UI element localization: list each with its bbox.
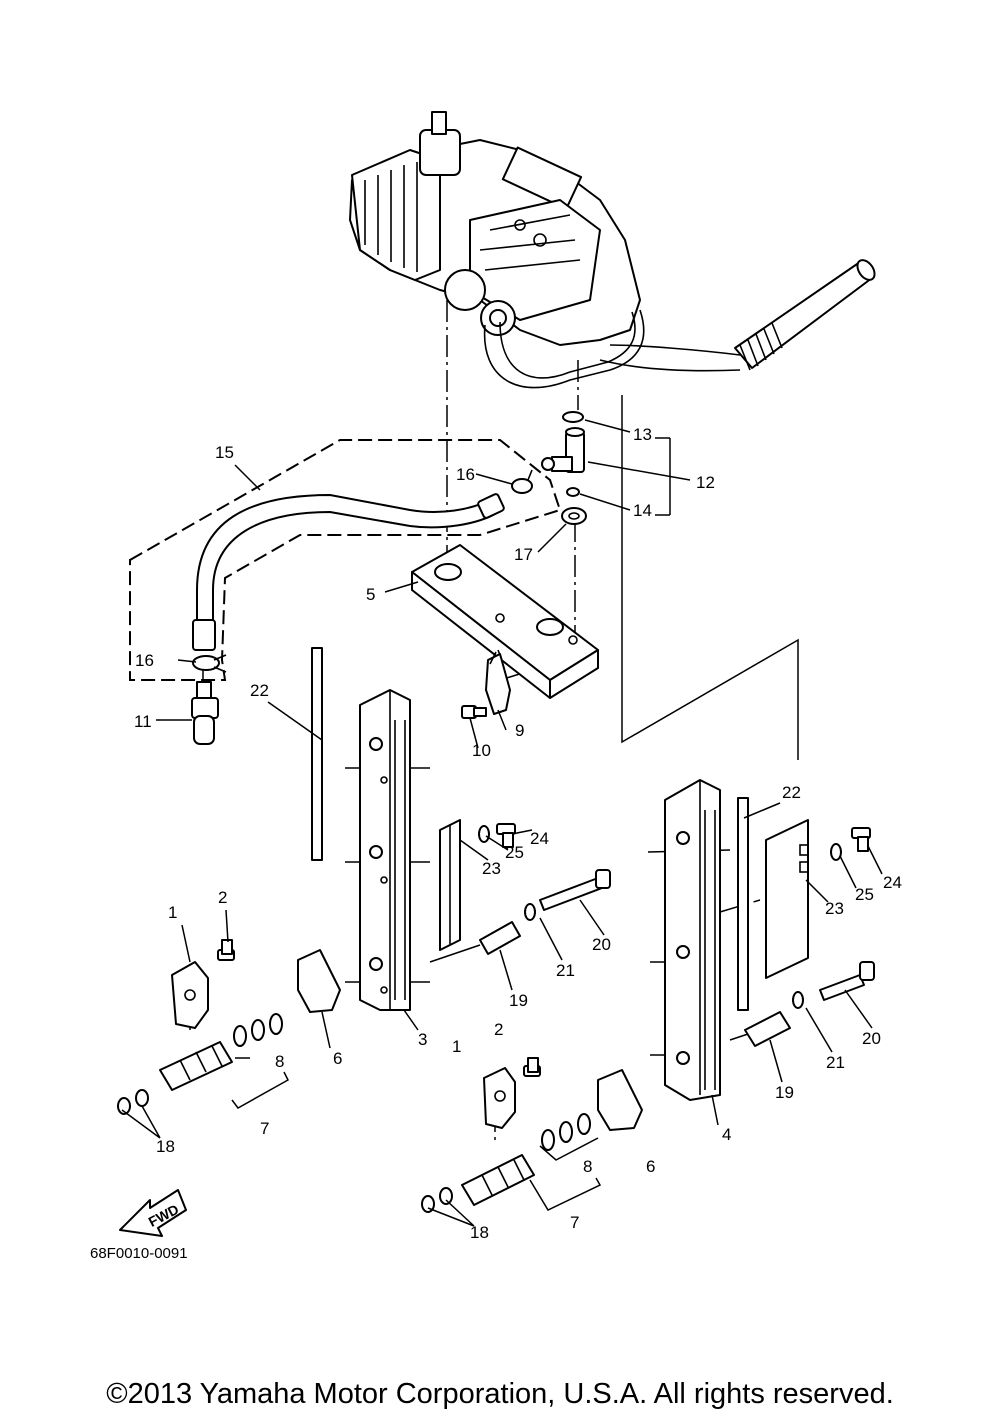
part-labels: 1 2 3 4 5 6 7 8 9 10 11 12 13 14 15 16 1… (134, 425, 902, 1242)
label-20a: 20 (592, 935, 611, 954)
label-12: 12 (696, 473, 715, 492)
label-1b: 1 (452, 1037, 461, 1056)
label-2b: 2 (494, 1020, 503, 1039)
label-6b: 6 (646, 1157, 655, 1176)
label-24a: 24 (530, 829, 549, 848)
label-25a: 25 (505, 843, 524, 862)
fuel-manifold-block (411, 544, 599, 699)
label-22a: 22 (250, 681, 269, 700)
long-bolts (524, 869, 875, 1009)
label-24b: 24 (883, 873, 902, 892)
label-2: 2 (218, 888, 227, 907)
label-leaders (121, 419, 883, 1227)
drawing-code: 68F0010-0091 (90, 1245, 188, 1262)
label-21a: 21 (556, 961, 575, 980)
label-5: 5 (366, 585, 375, 604)
label-14: 14 (633, 501, 652, 520)
label-25b: 25 (855, 885, 874, 904)
injector-clip (297, 949, 643, 1131)
label-15: 15 (215, 443, 234, 462)
hose-clip (192, 469, 533, 673)
fuel-injector-right (421, 1113, 591, 1213)
bolt (461, 705, 487, 719)
label-4: 4 (722, 1125, 731, 1144)
copyright-notice: ©2013 Yamaha Motor Corporation, U.S.A. A… (106, 1378, 894, 1410)
label-18a: 18 (156, 1137, 175, 1156)
label-8: 8 (275, 1052, 284, 1071)
vapor-separator-assembly (349, 111, 876, 389)
injector-holder (171, 939, 541, 1129)
fuel-rail-right (664, 779, 749, 1101)
label-16a: 16 (456, 465, 475, 484)
collars (479, 921, 791, 1047)
group-braces (231, 437, 671, 1211)
label-1: 1 (168, 903, 177, 922)
label-22b: 22 (782, 783, 801, 802)
label-13: 13 (633, 425, 652, 444)
label-23b: 23 (825, 899, 844, 918)
label-7b: 7 (570, 1213, 579, 1232)
union-joint (541, 411, 587, 525)
label-18b: 18 (470, 1223, 489, 1242)
label-16b: 16 (135, 651, 154, 670)
label-9: 9 (515, 721, 524, 740)
fuel-injector-left (117, 1013, 283, 1115)
label-23a: 23 (482, 859, 501, 878)
bracket (485, 649, 511, 715)
fuel-rail-left (311, 647, 411, 1011)
rail-bracket (439, 819, 809, 979)
label-10: 10 (472, 741, 491, 760)
hose-kit-boundary (129, 439, 562, 681)
label-17: 17 (514, 545, 533, 564)
label-19b: 19 (775, 1083, 794, 1102)
label-7: 7 (260, 1119, 269, 1138)
label-3: 3 (418, 1030, 427, 1049)
label-11: 11 (134, 712, 152, 731)
bolts-washers (478, 823, 871, 861)
label-20b: 20 (862, 1029, 881, 1048)
hose-joint (191, 681, 219, 745)
label-8b: 8 (583, 1157, 592, 1176)
label-19a: 19 (509, 991, 528, 1010)
label-21b: 21 (826, 1053, 845, 1072)
fwd-arrow-icon: FWD (119, 1189, 187, 1237)
label-6: 6 (333, 1049, 342, 1068)
